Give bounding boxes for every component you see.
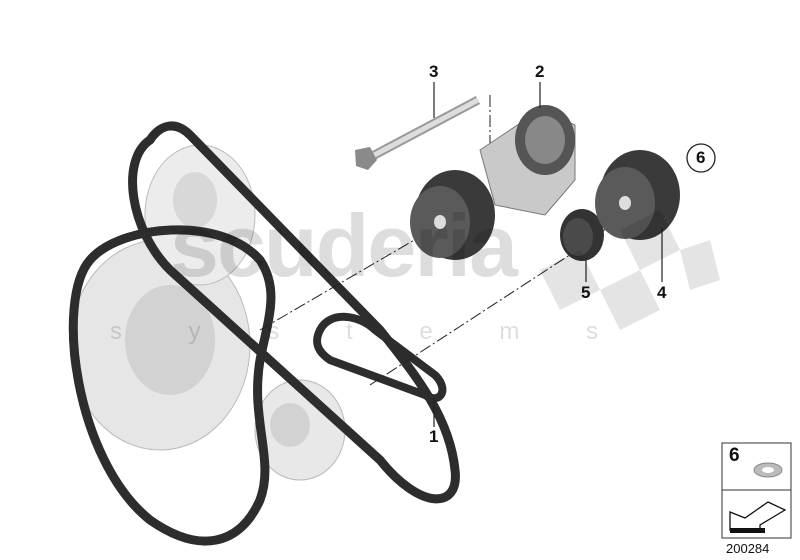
bolt	[355, 96, 481, 170]
reference-number: 200284	[726, 541, 770, 556]
callout-6-circle	[686, 143, 716, 173]
watermark-subtext: s y s t e m s	[110, 318, 629, 345]
callout-6: 6	[696, 148, 706, 167]
watermark-text: scuderia	[170, 196, 518, 295]
upper-pulley	[144, 144, 256, 286]
belt-small	[68, 225, 276, 546]
tensioner-pulley	[410, 170, 495, 260]
callout-5: 5	[581, 283, 591, 302]
callout-1: 1	[429, 427, 439, 446]
leader-lines	[433, 82, 663, 427]
legend-box	[721, 442, 792, 539]
crankshaft-pulley	[69, 239, 251, 451]
watermark-flag	[540, 210, 720, 330]
cover-cap	[560, 209, 604, 261]
callout-2: 2	[535, 62, 545, 81]
legend-item-number: 6	[729, 445, 740, 466]
belt-loop	[313, 312, 447, 403]
callout-4: 4	[657, 283, 667, 302]
idler-pulley	[595, 150, 680, 240]
tensioner	[479, 105, 576, 216]
belt-large	[128, 121, 460, 504]
callout-3: 3	[429, 62, 439, 81]
